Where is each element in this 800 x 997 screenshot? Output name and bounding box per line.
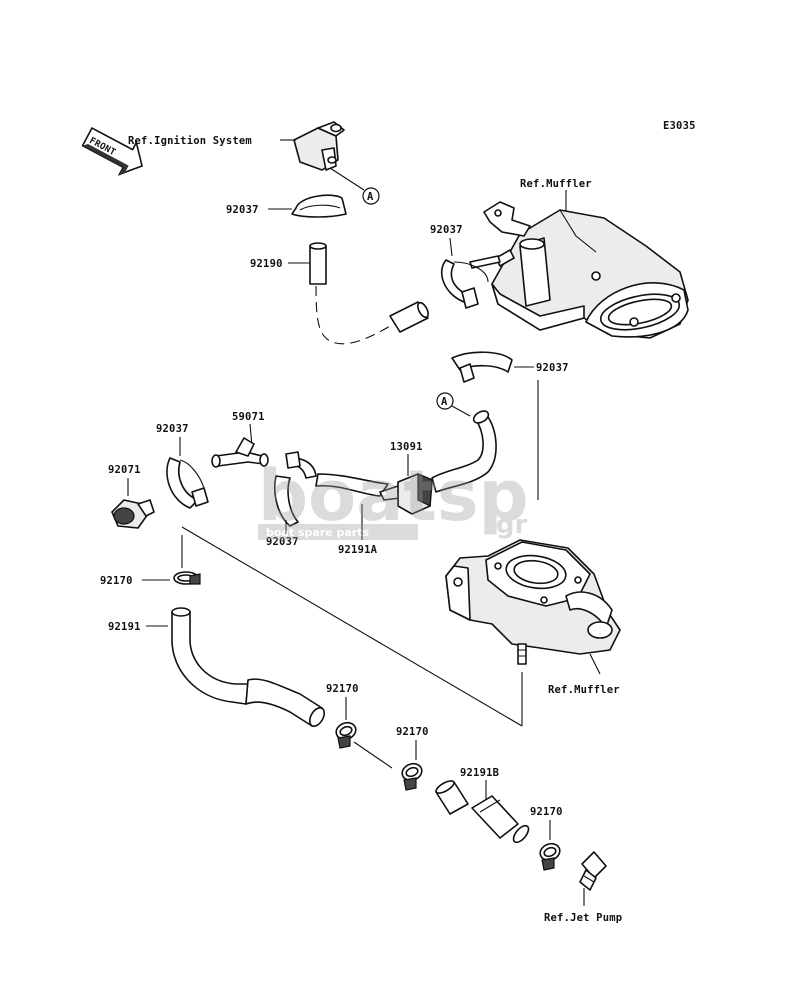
ref-jet-pump-label: Ref.Jet Pump [544, 912, 622, 924]
ref-muffler-bottom-label: Ref.Muffler [548, 684, 620, 696]
svg-text:boat spare parts: boat spare parts [266, 526, 369, 539]
band-clamp-top-right [440, 259, 489, 309]
band-clamp-mid-center [274, 451, 317, 527]
band-clamp-right [451, 351, 513, 383]
plug-92071 [111, 499, 155, 529]
part-number-92191A: 92191A [338, 544, 378, 556]
part-number-92170-3: 92170 [396, 726, 429, 738]
bolt-muffler-top [469, 249, 515, 269]
jet-pump-fitting [579, 851, 607, 891]
svg-text:A: A [441, 396, 448, 408]
part-number-92037-mid-center: 92037 [266, 536, 299, 548]
hose-92191 [171, 607, 326, 727]
part-number-13091: 13091 [390, 441, 423, 453]
part-number-59071: 59071 [232, 411, 265, 423]
svg-text:boatsp: boatsp [258, 455, 529, 537]
hose-clamp-92170-4 [539, 842, 561, 871]
ignition-connector [293, 121, 345, 171]
muffler-bottom [445, 539, 621, 665]
svg-text:A: A [367, 191, 374, 203]
hose-clamp-92170-1 [173, 571, 201, 585]
part-number-92037-right: 92037 [536, 362, 569, 374]
part-number-92170-1: 92170 [100, 575, 133, 587]
band-clamp-top-left [291, 194, 347, 218]
band-clamp-mid-left [166, 457, 209, 509]
diagram-code: E3035 [663, 120, 696, 132]
hose-clamp-92170-2 [335, 721, 357, 749]
ref-muffler-top-label: Ref.Muffler [520, 178, 592, 190]
part-number-92037-top-right: 92037 [430, 224, 463, 236]
part-number-92071: 92071 [108, 464, 141, 476]
hose-clamp-92170-3 [401, 762, 423, 791]
callout-a-mid: A [436, 392, 454, 410]
hose-92191A [315, 473, 401, 501]
front-arrow-icon: FRONT [81, 126, 143, 176]
callout-a-top: A [362, 187, 380, 205]
part-number-92170-4: 92170 [530, 806, 563, 818]
muffler-top [483, 201, 689, 339]
part-number-92037-mid-left: 92037 [156, 423, 189, 435]
valve-13091 [397, 410, 497, 515]
part-number-92191: 92191 [108, 621, 141, 633]
part-number-92190: 92190 [250, 258, 283, 270]
hose-92190 [309, 242, 429, 345]
hose-92191B [435, 780, 530, 844]
fitting-59071 [211, 437, 269, 468]
part-number-92037-top-left: 92037 [226, 204, 259, 216]
ref-ignition-label: Ref.Ignition System [128, 135, 252, 147]
watermark-logo: boatsp .gr boat spare parts [258, 455, 529, 540]
part-number-92191B: 92191B [460, 767, 499, 779]
part-number-92170-2: 92170 [326, 683, 359, 695]
svg-text:.gr: .gr [486, 510, 527, 540]
